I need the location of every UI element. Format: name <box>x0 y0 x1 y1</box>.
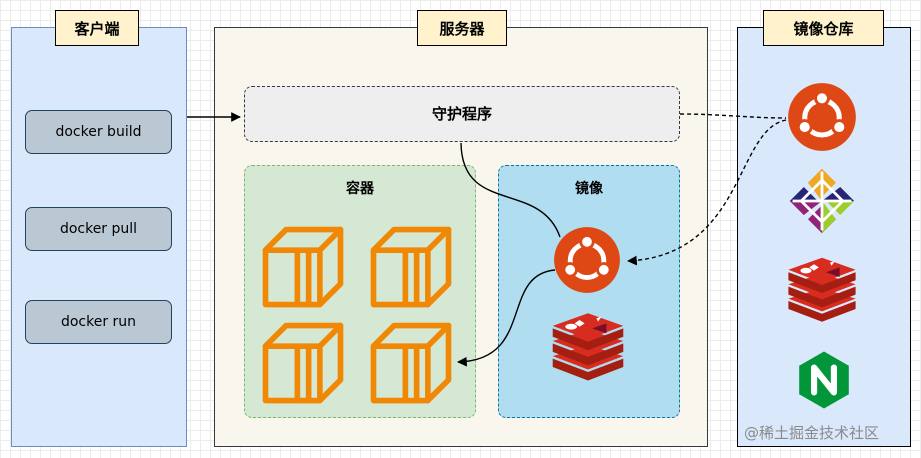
registry-title: 镜像仓库 <box>763 10 884 46</box>
registry-dashed-link <box>679 113 787 119</box>
images-label: 镜像 <box>575 181 603 197</box>
run-arrow <box>457 269 556 367</box>
docker-pull-button[interactable]: docker pull <box>25 207 172 251</box>
watermark: @稀土掘金技术社区 <box>744 424 880 442</box>
server-title: 服务器 <box>417 10 507 46</box>
containers-label: 容器 <box>346 181 374 197</box>
daemon-image-link <box>460 142 561 238</box>
pull-dashed-arrow <box>627 119 787 266</box>
docker-build-button[interactable]: docker build <box>25 110 172 154</box>
docker-run-button[interactable]: docker run <box>25 300 172 344</box>
daemon-box: 守护程序 <box>244 86 680 142</box>
client-title: 客户端 <box>55 10 139 46</box>
